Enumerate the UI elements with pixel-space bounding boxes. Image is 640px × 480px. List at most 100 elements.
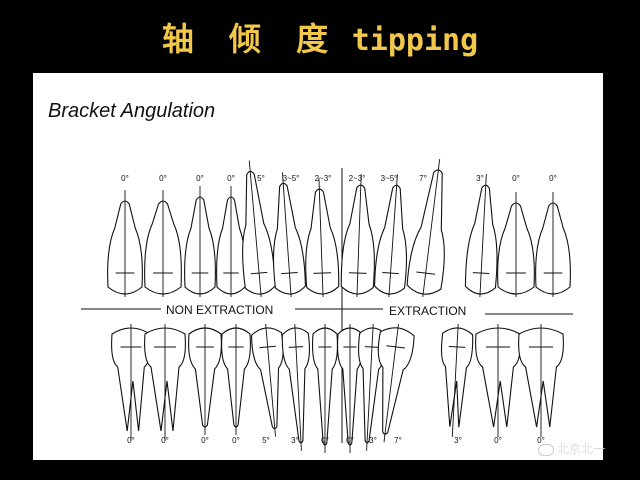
upper-angle-label: 2~3° [349,174,366,183]
lower-angle-label: 0° [321,436,329,445]
bracket-line [382,271,399,275]
lower-angle-label: 0° [161,436,169,445]
bracket-line [364,346,380,348]
lower-angle-label: 0° [232,436,240,445]
upper-tooth [242,160,276,298]
upper-tooth [272,172,306,298]
lower-angle-label: 3° [369,436,377,445]
tooth-outline [242,170,276,295]
upper-angle-label: 0° [196,174,204,183]
upper-angle-label: 0° [159,174,167,183]
upper-angle-label: 2~3° [315,174,332,183]
upper-tooth [340,174,375,298]
long-axis-line [422,158,441,298]
bracket-line [259,345,276,349]
long-axis-line [294,323,302,451]
bracket-line [472,272,490,274]
slide-title: 轴 倾 度 tipping [0,14,640,60]
upper-angle-label: 3~5° [381,174,398,183]
upper-angle-label: 0° [549,174,557,183]
lower-teeth [111,323,564,453]
tooth-outline [440,327,474,428]
bracket-line [386,345,406,349]
tooth-outline [251,327,284,430]
long-axis-line [383,323,399,443]
lower-angle-label: 0° [494,436,502,445]
upper-angle-label: 5° [257,174,265,183]
lower-tooth [281,323,310,451]
long-axis-line [248,160,262,298]
watermark: 北京北一 [538,440,605,457]
tooth-outline [374,184,408,295]
tooth-outline [305,188,340,295]
long-axis-line [479,174,487,298]
tooth-outline [281,327,310,444]
tooth-outline [377,327,415,435]
bracket-line [281,271,298,275]
lower-tooth [251,323,284,437]
upper-tooth [144,190,182,297]
long-axis-line [318,178,324,298]
bracket-angulation-diagram: Bracket Angulation NON EXTRACTION EXTRAC… [48,100,573,453]
title-english: tipping [351,23,479,58]
long-axis-line [366,323,374,451]
tooth-outline [272,182,306,295]
lower-tooth [144,324,186,441]
upper-teeth [107,158,571,298]
upper-tooth [464,174,498,298]
label-extraction: EXTRACTION [389,304,466,318]
long-axis-line [265,323,276,437]
lower-angle-label: 0° [346,436,354,445]
upper-tooth [184,186,216,297]
lower-tooth [475,324,521,437]
lower-tooth [312,324,338,453]
upper-tooth [107,190,143,297]
upper-angle-label: 0° [512,174,520,183]
bracket-line [288,346,304,348]
bracket-line [416,271,436,275]
bracket-line [348,272,367,274]
upper-tooth [305,178,340,298]
upper-tooth [535,192,571,297]
bracket-line [313,272,332,274]
lower-angle-label: 0° [201,436,209,445]
tooth-outline [464,184,498,295]
long-axis-line [388,174,398,298]
lower-tooth [518,324,564,437]
long-axis-line [281,172,292,298]
label-non-extraction: NON EXTRACTION [166,303,273,317]
lower-tooth [337,324,363,453]
upper-tooth [497,192,535,297]
lower-tooth [188,324,222,435]
lower-angle-label: 0° [127,436,135,445]
lower-tooth [377,323,415,443]
title-chinese: 轴 倾 度 [161,20,341,58]
tooth-outline [340,184,375,295]
upper-tooth [216,186,246,297]
upper-angle-label: 0° [121,174,129,183]
upper-angle-label: 3~5° [283,174,300,183]
upper-angle-label: 7° [419,174,427,183]
lower-angle-label: 0° [537,436,545,445]
watermark-text: 北京北一 [557,442,606,456]
lower-angle-label: 3° [454,436,462,445]
upper-tooth [374,174,408,298]
upper-angle-label: 0° [227,174,235,183]
upper-tooth [406,158,445,298]
lower-tooth [111,324,151,441]
long-axis-line [451,323,459,437]
lower-tooth [440,323,474,437]
upper-angle-labels: 0° 0° 0° 0° 5° 3~5° 2~3° 2~3° 3~5° 7° 3° 0° 0° [121,174,557,183]
long-axis-line [356,174,362,298]
lower-angle-label: 5° [262,436,270,445]
lower-angle-label: 7° [394,436,402,445]
lower-angle-labels: 0° 0° 0° 0° 5° 3° 0° 0° 3° 7° 3° 0° 0° [127,436,545,445]
upper-angle-label: 3° [476,174,484,183]
diagram-panel: Bracket Angulation NON EXTRACTION EXTRAC… [33,73,603,460]
diagram-heading: Bracket Angulation [48,100,215,122]
lower-tooth [221,324,251,435]
lower-angle-label: 3° [291,436,299,445]
bracket-line [250,271,268,275]
bracket-line [448,346,466,348]
tooth-outline [406,169,445,295]
